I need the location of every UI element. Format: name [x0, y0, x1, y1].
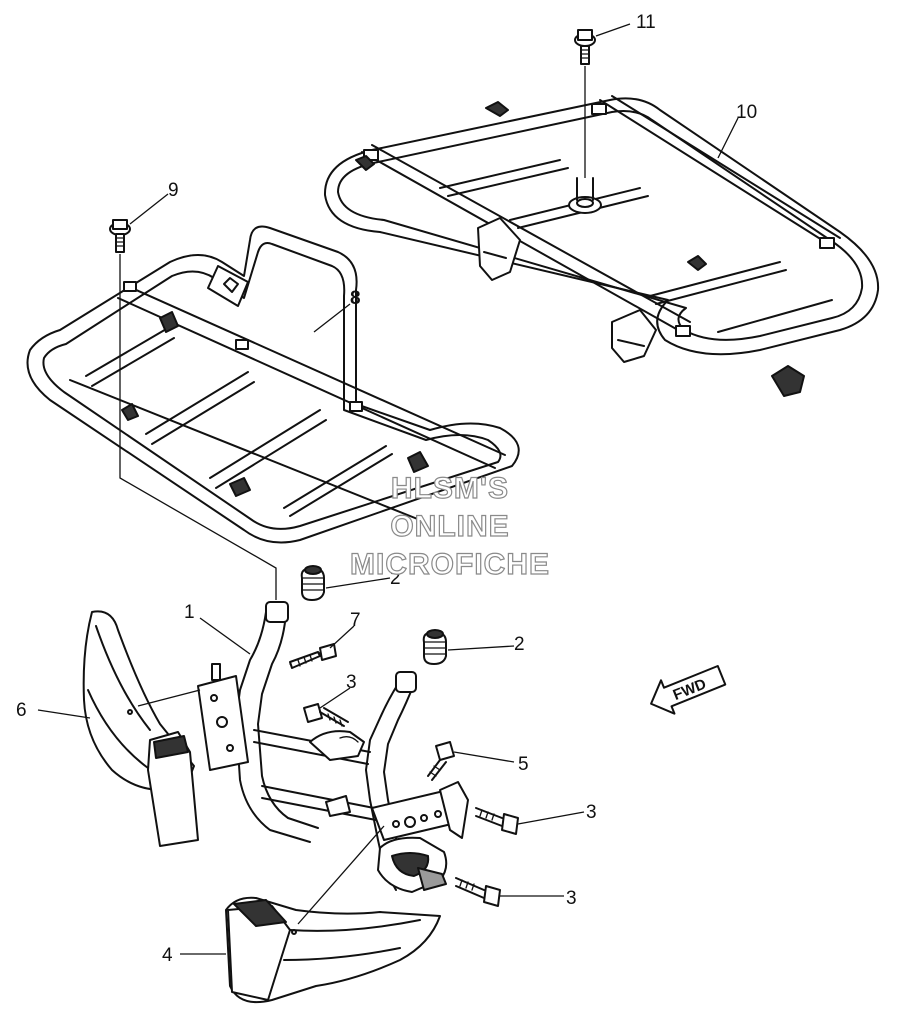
- bumper-cover-right[interactable]: [225, 896, 441, 1004]
- callout-8: 8: [350, 288, 361, 309]
- leader-line-9-install: [119, 254, 277, 600]
- front-carrier[interactable]: [26, 225, 520, 544]
- grommet-upper[interactable]: [300, 565, 325, 601]
- leader-line-6-install: [137, 689, 201, 707]
- callout-3-upper: 3: [346, 672, 357, 693]
- callout-leaders: [37, 23, 739, 955]
- callout-2-lower: 2: [514, 634, 525, 655]
- bolt-11[interactable]: [574, 29, 596, 65]
- callout-6: 6: [16, 700, 27, 721]
- bolt-3-lower[interactable]: [455, 877, 501, 907]
- watermark-line-3: MICROFICHE: [350, 548, 550, 581]
- watermark: HLSM'S ONLINE MICROFICHE: [349, 471, 550, 581]
- screw-5[interactable]: [427, 741, 455, 781]
- rear-carrier[interactable]: [323, 95, 880, 397]
- watermark-line-1: HLSM'S: [391, 472, 509, 505]
- leader-line-4-install: [297, 825, 385, 925]
- front-bumper-guard[interactable]: [197, 601, 469, 893]
- callout-10: 10: [736, 102, 757, 123]
- grommet-lower[interactable]: [422, 629, 447, 665]
- callout-11: 11: [636, 12, 656, 33]
- callout-5: 5: [518, 754, 529, 775]
- callout-9: 9: [168, 180, 179, 201]
- callout-7: 7: [350, 610, 361, 631]
- bolt-3-upper[interactable]: [303, 703, 349, 727]
- watermark-line-2: ONLINE: [390, 510, 509, 543]
- callout-3-middle: 3: [586, 802, 597, 823]
- callout-3-lower: 3: [566, 888, 577, 909]
- bumper-cover-left[interactable]: [82, 610, 199, 847]
- callout-2-upper: 2: [390, 568, 401, 589]
- callout-1: 1: [184, 602, 195, 623]
- screw-7[interactable]: [289, 643, 337, 669]
- bolt-3-middle[interactable]: [475, 807, 519, 835]
- bolt-9[interactable]: [109, 219, 131, 253]
- callout-4: 4: [162, 945, 173, 966]
- fwd-arrow-icon: FWD: [650, 664, 727, 715]
